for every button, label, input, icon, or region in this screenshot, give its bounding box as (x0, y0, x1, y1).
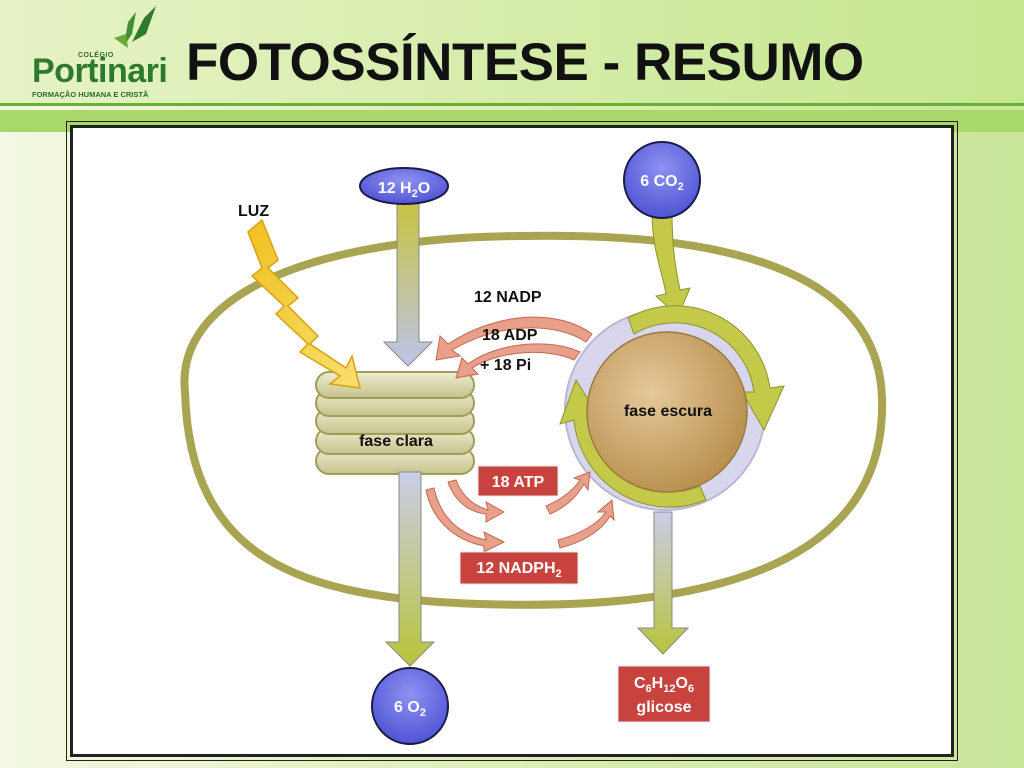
atp-arrow-1 (447, 479, 506, 523)
nadph-arrow-2 (557, 498, 615, 549)
glucose-arrow (636, 511, 690, 655)
diagram-panel (66, 121, 958, 761)
light-bolt-icon (247, 218, 361, 389)
page-title: FOTOSSÍNTESE - RESUMO (186, 33, 864, 92)
transfer-arrows (425, 316, 615, 553)
dark-phase-label: fase escura (624, 403, 712, 420)
co2-node (623, 141, 701, 219)
atp-box (477, 465, 559, 497)
leaf-mark-icon (114, 6, 156, 48)
chloroplast-membrane (180, 231, 887, 609)
light-label: LUZ (238, 203, 269, 220)
thylakoid-stack (315, 371, 475, 475)
adp-label: 18 ADP (482, 327, 538, 344)
logo-name: Portinari (32, 52, 168, 90)
logo-motto: FORMAÇÃO HUMANA E CRISTÃ (32, 90, 149, 99)
adp-return-arrow (455, 343, 581, 379)
nadph-label: 12 NADPH2 (476, 560, 561, 580)
water-arrow (382, 195, 434, 367)
glucose-box (617, 665, 711, 723)
nadph-arrow-1 (425, 487, 506, 553)
nadp-return-arrow (435, 316, 593, 361)
pi-label: + 18 Pi (480, 357, 531, 374)
atp-label: 18 ATP (492, 474, 545, 491)
o2-node (371, 667, 449, 745)
oxygen-arrow (384, 471, 436, 667)
logo-school-label: COLÉGIO (78, 52, 114, 59)
water-label: 12 H2O (378, 180, 430, 200)
water-node (359, 167, 449, 205)
o2-label: 6 O2 (394, 699, 426, 719)
glucose-formula: C6H12O6 (634, 675, 694, 695)
cycle-arrow-right (627, 305, 785, 432)
light-phase-label: fase clara (359, 433, 433, 450)
glucose-name: glicose (636, 699, 691, 716)
nadp-label: 12 NADP (474, 289, 542, 306)
school-logo (28, 4, 170, 100)
nadph-box (459, 551, 579, 585)
co2-arrow (651, 211, 691, 317)
stroma-sphere (586, 331, 748, 493)
atp-arrow-2 (545, 471, 591, 515)
header-rule (0, 103, 1024, 106)
header-band (0, 0, 1024, 103)
co2-label: 6 CO2 (640, 173, 683, 193)
